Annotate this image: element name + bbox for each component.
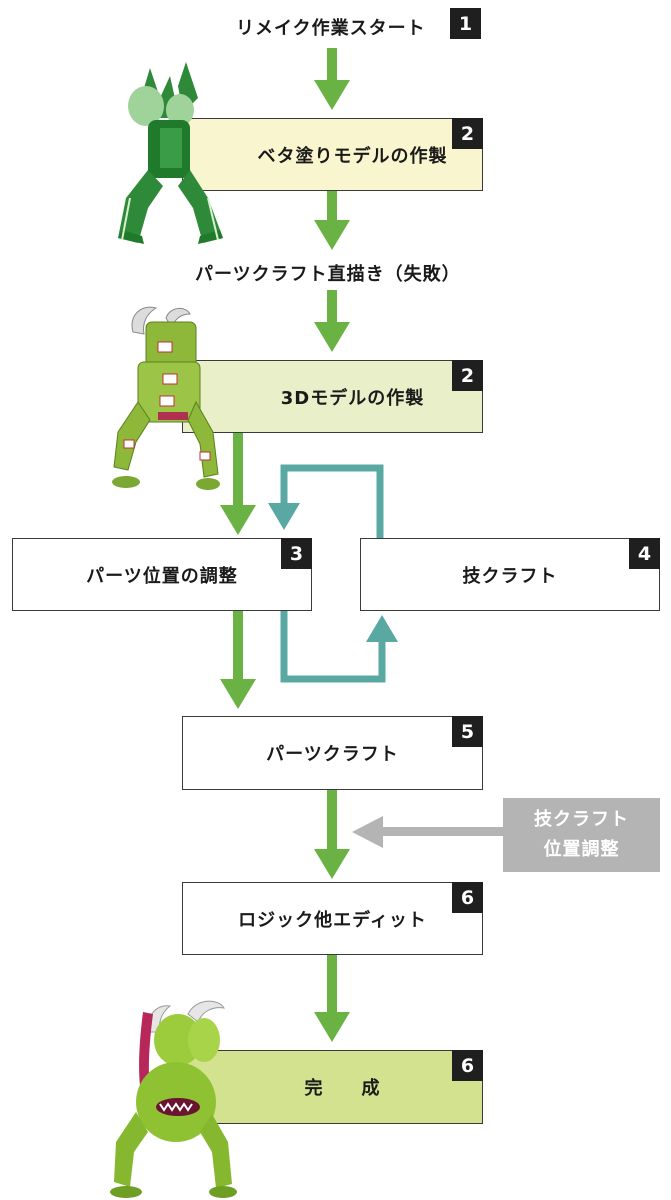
- failed-attempt-label: パーツクラフト直描き（失敗）: [195, 264, 461, 285]
- complete-badge: 6: [452, 1050, 483, 1081]
- side-note-line1: 技クラフト: [534, 809, 629, 830]
- technique-craft-badge: 4: [629, 538, 660, 569]
- parts-position-label: パーツ位置の調整: [86, 565, 238, 587]
- arrow-3d-to-parts-position: [220, 432, 256, 535]
- loop-connector: [280, 464, 386, 683]
- arrow-start-to-flat: [314, 48, 350, 110]
- finished-two-headed-creature-icon: [110, 1000, 237, 1198]
- arrow-flat-to-failed: [314, 190, 350, 250]
- parts-craft-label: パーツクラフト: [266, 744, 399, 765]
- loop-arrow-up: [366, 615, 398, 642]
- loop-arrow-down: [268, 503, 300, 530]
- parts-craft-badge: 5: [452, 716, 483, 747]
- flat-model-badge: 2: [452, 118, 483, 149]
- model-3d-box: 3Dモデルの作製 2: [182, 360, 483, 433]
- model-3d-label: 3Dモデルの作製: [280, 387, 425, 409]
- arrow-logic-to-complete: [314, 955, 350, 1042]
- logic-edit-box: ロジック他エディット 6: [182, 882, 483, 955]
- green-flat-shaded-creature-icon: [118, 62, 223, 244]
- arrow-parts-position-to-parts-craft: [220, 610, 256, 709]
- parts-craft-box: パーツクラフト 5: [182, 716, 483, 790]
- logic-edit-label: ロジック他エディット: [238, 909, 427, 931]
- side-note-line2: 位置調整: [543, 839, 620, 860]
- flat-model-label: ベタ塗りモデルの作製: [257, 145, 448, 167]
- flat-model-box: ベタ塗りモデルの作製 2: [182, 118, 483, 191]
- logic-edit-badge: 6: [452, 882, 483, 913]
- arrow-parts-craft-to-logic: [314, 790, 350, 879]
- model-3d-badge: 2: [452, 360, 483, 391]
- complete-label: 完 成: [304, 1078, 381, 1099]
- numbered-papercraft-creature-icon: [112, 306, 220, 490]
- note-arrow: [352, 816, 503, 848]
- arrow-failed-to-3d: [314, 290, 350, 352]
- technique-craft-label: 技クラフト: [462, 565, 558, 587]
- parts-position-badge: 3: [281, 538, 312, 569]
- parts-position-box: パーツ位置の調整 3: [12, 538, 312, 611]
- complete-box: 完 成 6: [182, 1050, 483, 1124]
- start-label: リメイク作業スタート: [236, 18, 426, 39]
- technique-craft-box: 技クラフト 4: [360, 538, 660, 611]
- start-badge: 1: [450, 8, 481, 39]
- side-note: 技クラフト 位置調整: [503, 798, 660, 872]
